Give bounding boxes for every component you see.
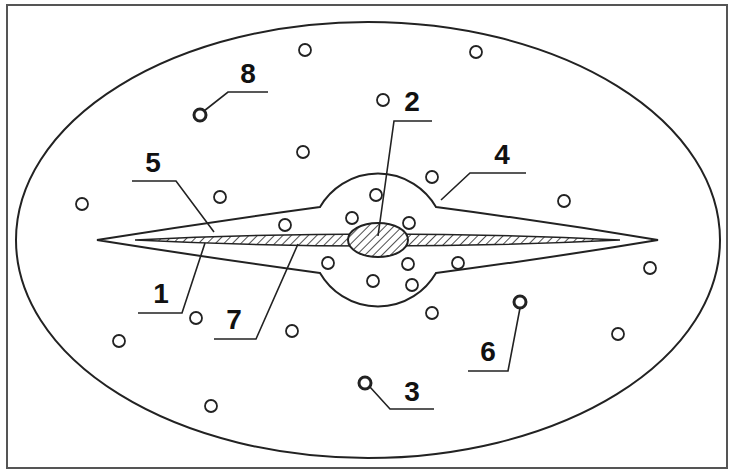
callout-number: 2 bbox=[404, 88, 420, 116]
callout-number: 5 bbox=[145, 149, 161, 177]
callout-number: 3 bbox=[404, 378, 420, 406]
callout-number: 8 bbox=[240, 60, 256, 88]
frame bbox=[7, 5, 727, 468]
halo-ellipse bbox=[16, 22, 720, 458]
callout-number: 6 bbox=[480, 338, 496, 366]
nucleus bbox=[348, 223, 408, 257]
callout-number: 1 bbox=[153, 280, 169, 308]
callout-number: 4 bbox=[494, 141, 510, 169]
globular-clusters bbox=[76, 44, 656, 412]
thick-disk bbox=[97, 174, 658, 307]
callout-number: 7 bbox=[226, 306, 242, 334]
leader-lines bbox=[132, 92, 526, 409]
